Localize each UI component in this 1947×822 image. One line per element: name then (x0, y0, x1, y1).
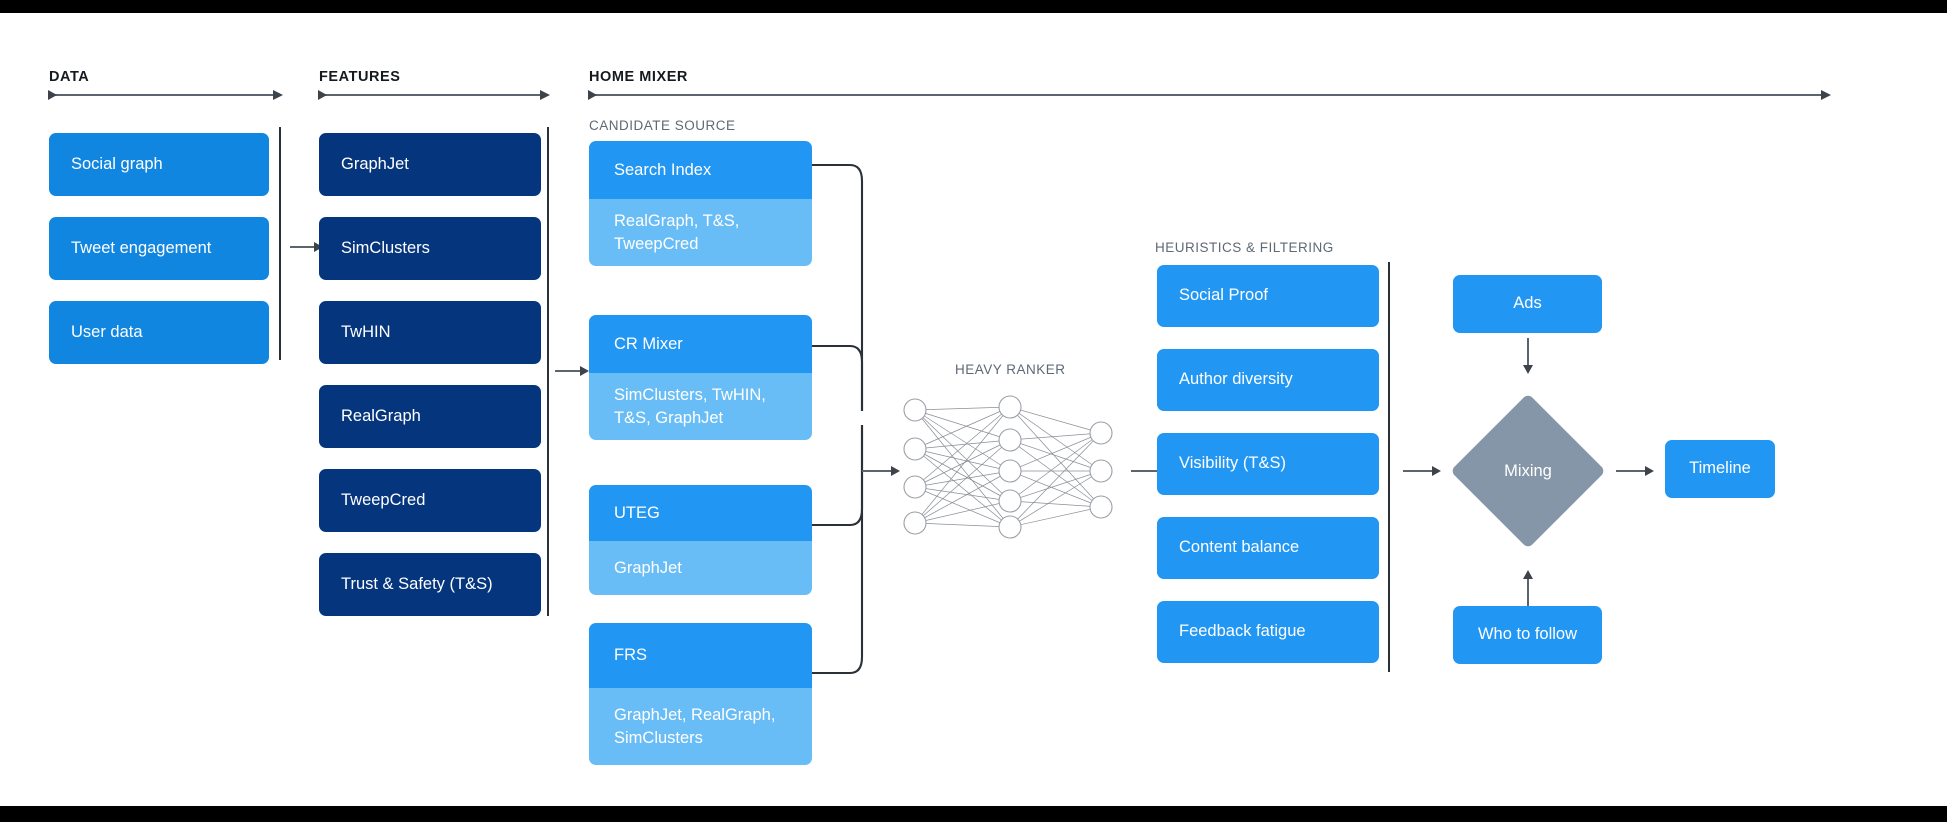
letterbox-bottom (0, 806, 1947, 822)
candidate-source-card-frs[interactable]: FRS GraphJet, RealGraph, SimClusters (589, 623, 812, 765)
candidate-source-title-uteg: UTEG (589, 485, 812, 541)
subsection-heuristics: HEURISTICS & FILTERING (1155, 240, 1334, 255)
candidate-source-features-frs: GraphJet, RealGraph, SimClusters (589, 688, 812, 765)
features-box-tweepcred[interactable]: TweepCred (319, 469, 541, 532)
section-rule-features (318, 89, 550, 100)
section-title-home-mixer: HOME MIXER (589, 69, 688, 85)
data-box-tweet-engagement[interactable]: Tweet engagement (49, 217, 269, 280)
arrow-mixing-to-timeline (1616, 465, 1654, 476)
arrow-data-to-features (290, 241, 323, 252)
arrow-heuristics-to-mixing (1403, 465, 1441, 476)
heuristics-box-visibility[interactable]: Visibility (T&S) (1157, 433, 1379, 495)
heuristics-box-feedback-fatigue[interactable]: Feedback fatigue (1157, 601, 1379, 663)
arrow-features-to-home-mixer (555, 365, 589, 376)
candidate-source-title-frs: FRS (589, 623, 812, 688)
candidate-source-card-search-index[interactable]: Search Index RealGraph, T&S, TweepCred (589, 141, 812, 266)
candidate-source-card-cr-mixer[interactable]: CR Mixer SimClusters, TwHIN, T&S, GraphJ… (589, 315, 812, 440)
candidate-source-title-cr-mixer: CR Mixer (589, 315, 812, 373)
divider-features-home (547, 127, 549, 616)
diagram-canvas: DATA FEATURES HOME MIXER CANDIDATE SOURC… (0, 13, 1947, 806)
subsection-candidate-source: CANDIDATE SOURCE (589, 118, 736, 133)
features-box-trust-safety[interactable]: Trust & Safety (T&S) (319, 553, 541, 616)
section-title-features: FEATURES (319, 69, 401, 85)
subsection-heavy-ranker: HEAVY RANKER (955, 362, 1066, 377)
candidate-source-card-uteg[interactable]: UTEG GraphJet (589, 485, 812, 595)
divider-heuristics-output (1388, 262, 1390, 672)
section-rule-home-mixer (588, 89, 1831, 100)
heuristics-box-author-diversity[interactable]: Author diversity (1157, 349, 1379, 411)
divider-data-features (279, 127, 281, 360)
features-box-graphjet[interactable]: GraphJet (319, 133, 541, 196)
mixing-label: Mixing (1504, 461, 1552, 480)
arrow-ads-to-mixing (1522, 338, 1533, 374)
candidate-source-merge-bracket (812, 163, 864, 675)
section-rule-data (48, 89, 283, 100)
candidate-source-title-search-index: Search Index (589, 141, 812, 199)
features-box-realgraph[interactable]: RealGraph (319, 385, 541, 448)
arrow-who-to-follow-to-mixing (1522, 570, 1533, 606)
candidate-source-features-uteg: GraphJet (589, 541, 812, 595)
data-box-social-graph[interactable]: Social graph (49, 133, 269, 196)
output-box-timeline[interactable]: Timeline (1665, 440, 1775, 498)
data-box-user-data[interactable]: User data (49, 301, 269, 364)
output-box-ads[interactable]: Ads (1453, 275, 1602, 333)
section-title-data: DATA (49, 69, 90, 85)
features-box-simclusters[interactable]: SimClusters (319, 217, 541, 280)
arrow-candidates-to-heavy-ranker (862, 465, 900, 476)
features-box-twhin[interactable]: TwHIN (319, 301, 541, 364)
heuristics-box-social-proof[interactable]: Social Proof (1157, 265, 1379, 327)
heavy-ranker-network (903, 395, 1113, 539)
candidate-source-features-search-index: RealGraph, T&S, TweepCred (589, 199, 812, 266)
heuristics-box-content-balance[interactable]: Content balance (1157, 517, 1379, 579)
candidate-source-features-cr-mixer: SimClusters, TwHIN, T&S, GraphJet (589, 373, 812, 440)
letterbox-top (0, 0, 1947, 13)
output-box-who-to-follow[interactable]: Who to follow (1453, 606, 1602, 664)
